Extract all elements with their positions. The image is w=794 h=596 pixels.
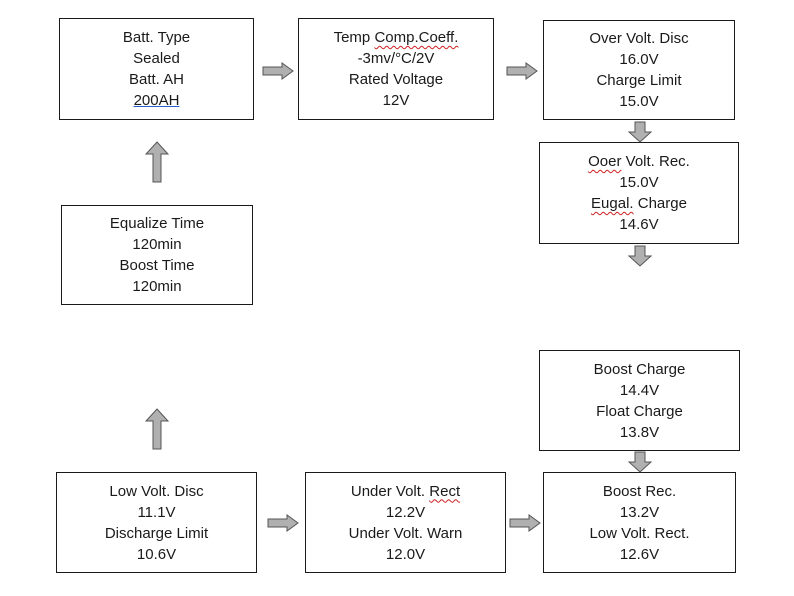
over-volt-rec-label: Ooer Volt. Rec.	[588, 153, 690, 170]
over-volt-disc-label: Over Volt. Disc	[589, 30, 689, 47]
arrow-right-icon	[262, 62, 294, 80]
arrow-right-icon	[506, 62, 538, 80]
temp-comp-label: Temp Comp.Coeff.	[333, 29, 459, 46]
box-batt-type: Batt. Type Sealed Batt. AH 200AH	[59, 18, 254, 120]
box-low-volt-disc: Low Volt. Disc 11.1V Discharge Limit 10.…	[56, 472, 257, 573]
box-over-volt-rec: Ooer Volt. Rec. 15.0V Eugal. Charge 14.6…	[539, 142, 739, 244]
temp-comp-word: Comp.Coeff.	[374, 29, 459, 46]
under-volt-rect-word: Rect	[429, 482, 461, 500]
batt-type-value: Sealed	[133, 50, 180, 67]
over-volt-rec-value: 15.0V	[619, 174, 659, 191]
low-volt-rect-label: Low Volt. Rect.	[589, 524, 690, 542]
low-volt-rect-value: 12.6V	[619, 545, 660, 563]
boost-rec-label: Boost Rec.	[602, 482, 677, 500]
box-boost-charge: Boost Charge 14.4V Float Charge 13.8V	[539, 350, 740, 451]
arrow-up-icon	[145, 141, 169, 183]
arrow-right-icon	[267, 514, 299, 532]
float-charge-value: 13.8V	[619, 423, 660, 441]
boost-charge-label: Boost Charge	[593, 360, 686, 378]
batt-type-label: Batt. Type	[122, 29, 191, 46]
charge-limit-value: 15.0V	[619, 93, 659, 110]
boost-time-label: Boost Time	[119, 257, 195, 274]
boost-time-value: 120min	[132, 278, 182, 295]
rated-voltage-label: Rated Voltage	[348, 71, 444, 88]
discharge-limit-value: 10.6V	[136, 545, 177, 563]
boost-charge-value: 14.4V	[619, 381, 660, 399]
float-charge-label: Float Charge	[596, 402, 683, 420]
equal-charge-value: 14.6V	[619, 216, 659, 233]
arrow-right-icon	[509, 514, 541, 532]
temp-comp-value: -3mv/°C/2V	[357, 50, 435, 67]
box-temp-comp: Temp Comp.Coeff. -3mv/°C/2V Rated Voltag…	[298, 18, 494, 120]
equal-charge-word: Eugal.	[591, 195, 634, 212]
under-volt-warn-label: Under Volt. Warn	[348, 524, 463, 542]
equalize-time-value: 120min	[132, 236, 182, 253]
under-volt-rect-value: 12.2V	[385, 503, 426, 521]
under-volt-warn-value: 12.0V	[385, 545, 426, 563]
arrow-down-icon	[628, 245, 652, 267]
box-equalize-time: Equalize Time 120min Boost Time 120min	[61, 205, 253, 305]
arrow-up-icon	[145, 408, 169, 450]
rated-voltage-value: 12V	[382, 92, 410, 109]
boost-rec-value: 13.2V	[619, 503, 660, 521]
arrow-down-icon	[628, 451, 652, 473]
over-volt-rec-word: Ooer	[588, 153, 622, 170]
arrow-down-icon	[628, 121, 652, 143]
under-volt-rect-label: Under Volt. Rect	[350, 482, 461, 500]
discharge-limit-label: Discharge Limit	[104, 524, 209, 542]
box-under-volt-rect: Under Volt. Rect 12.2V Under Volt. Warn …	[305, 472, 506, 573]
low-volt-disc-value: 11.1V	[137, 503, 176, 521]
box-boost-rec: Boost Rec. 13.2V Low Volt. Rect. 12.6V	[543, 472, 736, 573]
box-over-volt-disc: Over Volt. Disc 16.0V Charge Limit 15.0V	[543, 20, 735, 120]
low-volt-disc-label: Low Volt. Disc	[109, 482, 204, 500]
equal-charge-label: Eugal. Charge	[591, 195, 687, 212]
batt-ah-value: 200AH	[133, 92, 180, 109]
equalize-time-label: Equalize Time	[109, 215, 205, 232]
batt-ah-label: Batt. AH	[128, 71, 185, 88]
charge-limit-label: Charge Limit	[596, 72, 682, 89]
over-volt-disc-value: 16.0V	[619, 51, 659, 68]
